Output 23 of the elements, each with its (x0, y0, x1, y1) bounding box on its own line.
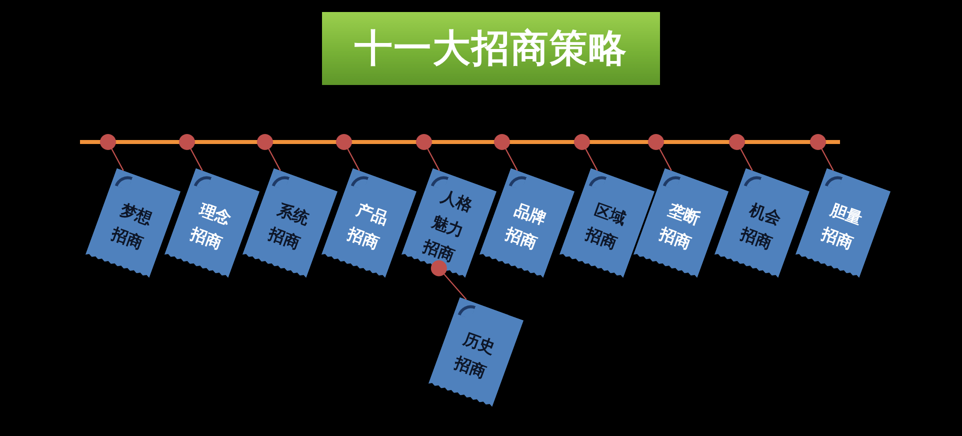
tag-label: 历史招商 (451, 327, 499, 384)
hanging-string (648, 134, 672, 171)
hanging-string (179, 134, 203, 171)
tag-label: 品牌招商 (502, 198, 550, 255)
tag-label: 机会招商 (737, 198, 785, 255)
tag-label: 梦想招商 (108, 198, 156, 255)
hanging-string (430, 260, 467, 300)
tag-label: 理念招商 (187, 198, 235, 255)
title-banner: 十一大招商策略 (322, 12, 660, 85)
hanging-string (574, 134, 598, 171)
tag-label: 垄断招商 (656, 198, 704, 255)
hanging-string (729, 134, 753, 171)
hanging-string (336, 134, 360, 171)
tag-label: 人格魅力招商 (420, 186, 476, 268)
hanging-string (416, 134, 440, 171)
tag-label: 胆量招商 (818, 198, 866, 255)
tag-label: 系统招商 (265, 198, 313, 255)
hanging-string (810, 134, 834, 171)
hanging-string (494, 134, 518, 171)
tag-label: 产品招商 (344, 198, 392, 255)
tag-label: 区域招商 (582, 198, 630, 255)
hanging-string (100, 134, 124, 171)
hanging-string (257, 134, 281, 171)
